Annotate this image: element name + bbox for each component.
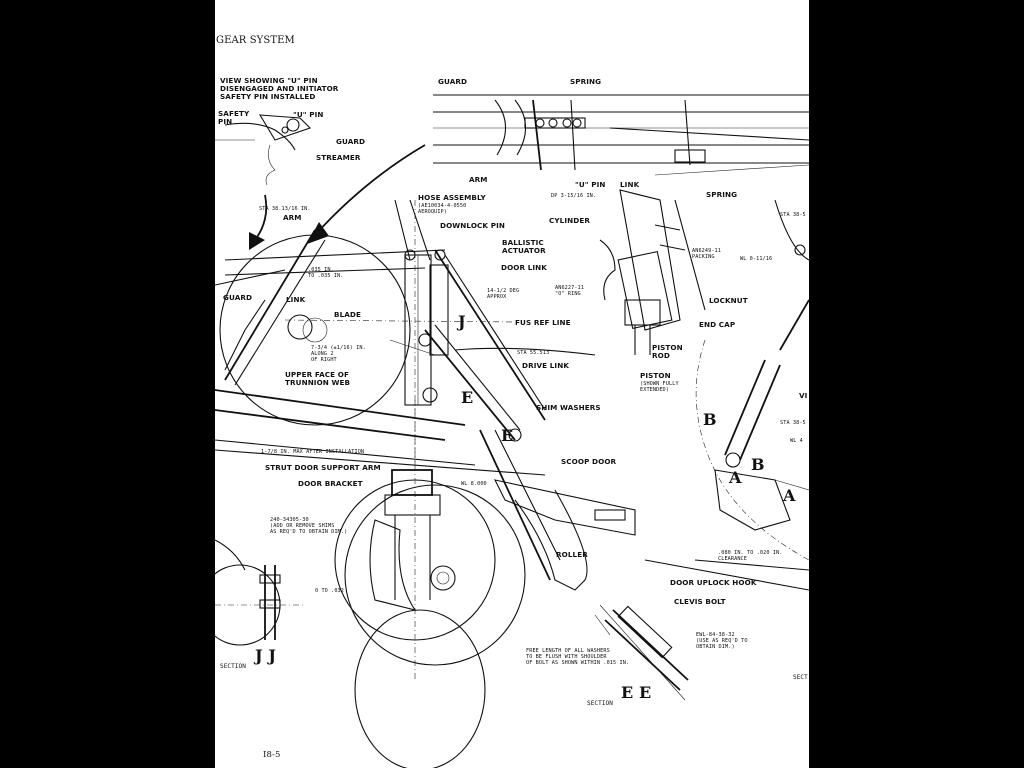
section-label-right: SECT <box>793 674 808 681</box>
spring-label-right: SPRING <box>706 190 738 199</box>
washers-note: FREE LENGTH OF ALL WASHERS TO BE FLUSH W… <box>526 648 630 666</box>
u-pin-label-mid: "U" PIN <box>575 180 606 189</box>
roller-label: ROLLER <box>556 550 588 559</box>
top-inset-detail <box>433 94 809 176</box>
view-note: VIEW SHOWING "U" PIN DISENGAGED AND INIT… <box>220 76 339 101</box>
gap-range-label: 0 TO .032 <box>315 588 345 594</box>
o-ring-label: AN6227-11 "O" RING <box>555 285 585 297</box>
hose-assembly-label: HOSE ASSEMBLY <box>418 193 486 202</box>
piston-label: PISTON <box>640 371 671 380</box>
guard-label-left-top: GUARD <box>336 137 366 146</box>
section-ee-caption: SECTION <box>587 700 613 707</box>
callout-e-1: E <box>461 388 474 407</box>
wl-label-right: WL 0-11/16 <box>740 256 773 262</box>
downlock-pin-label: DOWNLOCK PIN <box>440 221 505 230</box>
section-jj-letters: J J <box>255 646 277 665</box>
page-title: GEAR SYSTEM <box>216 35 295 46</box>
sta-label-2: DP 3-15/16 IN. <box>551 193 597 199</box>
section-jj-caption: SECTION <box>220 663 246 670</box>
callout-a-1: A <box>729 468 742 487</box>
pointer-arrows <box>249 144 426 250</box>
sta-label-3: STA 55.513 <box>517 350 550 356</box>
hose-part-number: (AE10034-4-0550 AEROQUIP) <box>418 203 467 215</box>
wl-label: WL 8.000 <box>461 481 487 487</box>
fus-ref-line-label: FUS REF LINE <box>515 318 571 327</box>
dimension-label-1: 7-3/4 (±1/16) IN. ALONG 2 OF RIGHT <box>311 345 366 363</box>
section-ee-view <box>594 604 689 701</box>
arm-label-left: ARM <box>283 213 302 222</box>
ewl-note: EWL-84-38-32 (USE AS REQ'D TO OBTAIN DIM… <box>696 632 748 650</box>
link-label-left: LINK <box>286 295 306 304</box>
cylinder-detail <box>599 189 706 355</box>
blade-label: BLADE <box>334 310 361 319</box>
uplock-hook-view <box>644 199 809 591</box>
locknut-label: LOCKNUT <box>709 296 748 305</box>
piston-note: (SHOWN FULLY EXTENDED) <box>640 381 679 393</box>
scoop-door-label: SCOOP DOOR <box>561 457 617 466</box>
page-number: I8-5 <box>263 750 281 760</box>
wl-label-right-2: WL 4 <box>790 438 803 444</box>
streamer-label: STREAMER <box>316 153 361 162</box>
clearance-label-2: .080 IN. TO .020 IN. CLEARANCE <box>718 550 783 562</box>
piston-rod-label: PISTON ROD <box>652 343 683 360</box>
arm-label-mid: ARM <box>469 175 488 184</box>
section-ee-letters: E E <box>621 683 652 702</box>
angle-label: 14-1/2 DEG APPROX <box>487 288 520 300</box>
u-pin-view <box>215 114 312 186</box>
clevis-bolt-label: CLEVIS BOLT <box>674 597 726 606</box>
packing-label: AN6249-11 PACKING <box>692 248 722 260</box>
section-jj-view <box>215 539 305 646</box>
callout-e-2: E <box>501 426 514 445</box>
sta-label-right: STA 38-5 <box>780 212 806 218</box>
callout-a-2: A <box>783 486 796 505</box>
max-installation-label: 1-7/8 IN. MAX AFTER INSTALLATION <box>261 449 365 455</box>
door-link-label: DOOR LINK <box>501 263 547 272</box>
sta-label-1: STA 38.13/16 IN. <box>259 206 311 212</box>
ballistic-actuator-label: BALLISTIC ACTUATOR <box>502 238 546 255</box>
drive-link-label: DRIVE LINK <box>522 361 569 370</box>
door-bracket-label: DOOR BRACKET <box>298 479 363 488</box>
shim-note: 240-34305-30 (ADD OR REMOVE SHIMS AS REQ… <box>270 517 348 535</box>
safety-pin-label: SAFETY PIN <box>218 109 250 126</box>
u-pin-label-left: "U" PIN <box>293 110 324 119</box>
callout-b-2: B <box>751 455 765 474</box>
vi-label: VI <box>799 391 808 400</box>
callout-j: J <box>458 312 466 331</box>
clearance-label-1: .035 IN. TO .035 IN. <box>308 267 344 279</box>
guard-label-left: GUARD <box>223 293 253 302</box>
link-label-top: LINK <box>620 180 640 189</box>
upper-face-label: UPPER FACE OF TRUNNION WEB <box>285 370 351 387</box>
cylinder-label: CYLINDER <box>549 216 590 225</box>
landing-gear-drawing <box>215 94 809 768</box>
spring-label-top: SPRING <box>570 77 602 86</box>
shim-washers-label: SHIM WASHERS <box>536 403 601 412</box>
callout-b-1: B <box>703 410 717 429</box>
door-uplock-hook-label: DOOR UPLOCK HOOK <box>670 578 757 587</box>
end-cap-label: END CAP <box>699 320 736 329</box>
main-gear-assembly <box>215 199 636 768</box>
sta-label-right-2: STA 38-5 <box>780 420 806 426</box>
drawing-sheet: GEAR SYSTEM VIEW SHOWING "U" PIN DISENGA… <box>215 0 809 768</box>
guard-label-top: GUARD <box>438 77 468 86</box>
strut-door-support-arm-label: STRUT DOOR SUPPORT ARM <box>265 463 381 472</box>
